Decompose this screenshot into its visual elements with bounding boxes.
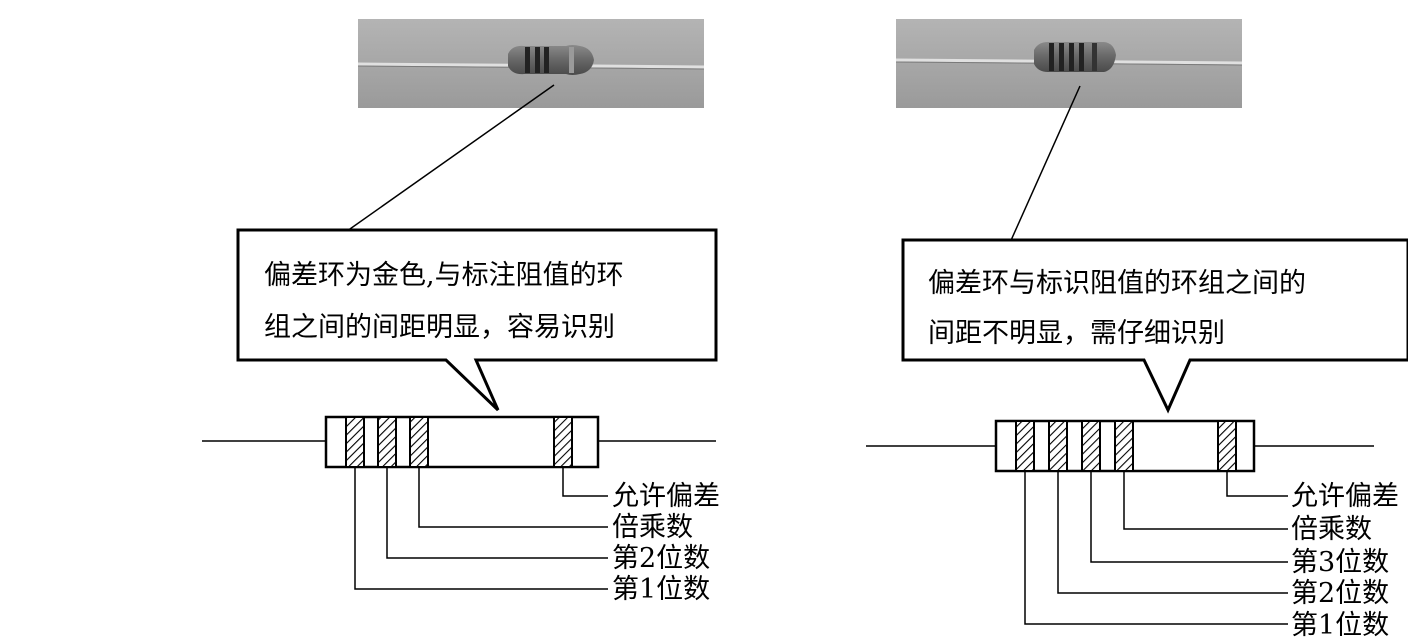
right-leader-multiplier xyxy=(1123,471,1288,530)
right-label-tolerance: 允许偏差 xyxy=(1291,481,1399,512)
left-resistor-body xyxy=(324,415,600,469)
left-band-2 xyxy=(377,416,397,468)
right-callout-line-2: 间距不明显，需仔细识别 xyxy=(928,318,1225,349)
left-label-digit2: 第2位数 xyxy=(612,543,710,574)
left-leader-tolerance xyxy=(562,467,608,497)
right-callout: 偏差环与标识阻值的环组之间的 间距不明显，需仔细识别 xyxy=(901,238,1408,414)
left-resistor-photo xyxy=(357,19,705,108)
left-label-digit1: 第1位数 xyxy=(612,574,710,605)
right-callout-line-1: 偏差环与标识阻值的环组之间的 xyxy=(928,268,1306,299)
right-label-multiplier: 倍乘数 xyxy=(1291,514,1372,545)
left-leader-digit2 xyxy=(386,467,608,559)
left-band-tolerance xyxy=(553,416,573,468)
left-resistor-schematic: 允许偏差 倍乘数 第2位数 第1位数 xyxy=(202,415,720,605)
left-band-3 xyxy=(409,416,429,468)
left-callout-line-1: 偏差环为金色,与标注阻值的环 xyxy=(264,260,624,291)
right-resistor-schematic: 允许偏差 倍乘数 第3位数 第2位数 第1位数 xyxy=(866,419,1399,641)
right-leader-digit1 xyxy=(1024,471,1288,625)
right-band-tolerance xyxy=(1217,420,1237,472)
right-label-digit1: 第1位数 xyxy=(1291,610,1389,641)
right-leader-digit3 xyxy=(1090,471,1288,563)
left-callout-line-2: 组之间的间距明显，容易识别 xyxy=(264,312,615,343)
right-band-1 xyxy=(1015,420,1035,472)
right-band-2 xyxy=(1048,420,1068,472)
left-label-multiplier: 倍乘数 xyxy=(612,512,693,543)
left-pointer-line xyxy=(339,84,555,237)
right-panel: 偏差环与标识阻值的环组之间的 间距不明显，需仔细识别 允许偏差 倍乘数 第3位数… xyxy=(866,19,1408,641)
right-label-digit2: 第2位数 xyxy=(1291,578,1389,609)
left-panel: 偏差环为金色,与标注阻值的环 组之间的间距明显，容易识别 允许偏差 倍乘数 第2… xyxy=(202,19,720,605)
right-band-4 xyxy=(1114,420,1134,472)
left-label-tolerance: 允许偏差 xyxy=(612,481,720,512)
left-leader-digit1 xyxy=(354,467,608,590)
right-label-digit3: 第3位数 xyxy=(1291,547,1389,578)
right-band-3 xyxy=(1081,420,1101,472)
left-callout: 偏差环为金色,与标注阻值的环 组之间的间距明显，容易识别 xyxy=(236,228,718,412)
right-leader-tolerance xyxy=(1226,471,1288,497)
right-pointer-line xyxy=(1003,85,1081,257)
left-leader-multiplier xyxy=(418,467,608,528)
left-band-1 xyxy=(345,416,365,468)
right-resistor-photo xyxy=(895,19,1243,108)
right-leader-digit2 xyxy=(1057,471,1288,594)
